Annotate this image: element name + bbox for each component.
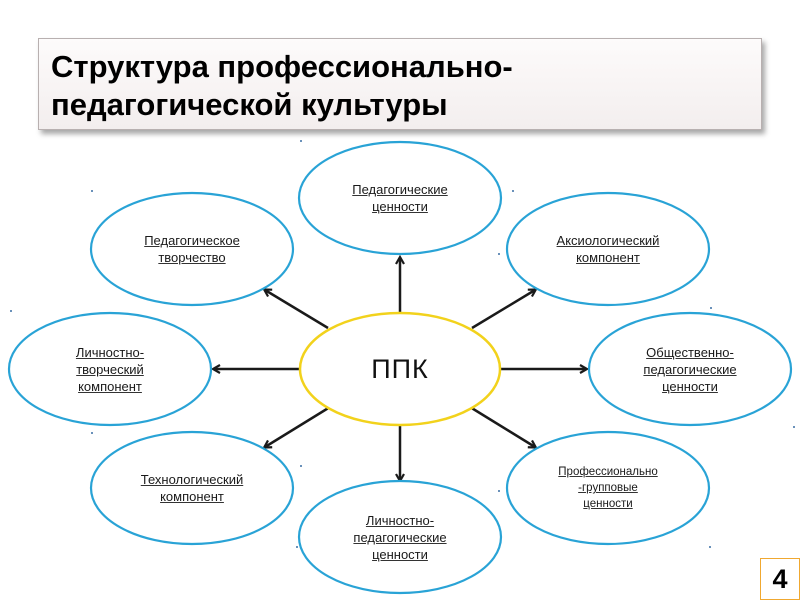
decor-dot [710,307,712,309]
ellipse-ped-values [297,140,503,256]
ellipse-prof-group [505,430,711,546]
ellipse-technological [89,430,295,546]
decor-dot [498,490,500,492]
decor-dot [91,190,93,192]
arrow-to-axiological-stroke [471,290,535,330]
decor-dot [296,546,298,548]
center-ellipse [298,311,502,427]
label-ped-creativity: Педагогическое творчество [144,233,240,265]
decor-dot [512,190,514,192]
title-box: Структура профессионально- педагогическо… [38,38,762,130]
label-ped-values: Педагогические ценности [352,182,448,214]
label-prof-group: Профессионально -групповые ценности [558,466,658,510]
label-personal-ped: Личностно- педагогические ценности [353,512,447,562]
arrow-to-prof-group-stroke [469,405,535,447]
label-axiological: Аксиологический компонент [556,233,660,265]
decor-dot [793,426,795,428]
page-number: 4 [760,558,800,600]
arrows [214,258,586,480]
arrow-to-technological-stroke [265,405,331,447]
ellipse-personal-creative [7,311,213,427]
slide-title: Структура профессионально- педагогическо… [51,49,513,122]
ellipse-personal-ped [297,479,503,595]
decor-dot [300,465,302,467]
arrow-to-ped-creativity-stroke [265,290,329,330]
ellipse-ped-creativity [89,191,295,307]
label-personal-creative: Личностно- творческий компонент [75,344,145,394]
node-ellipses [7,140,793,595]
decor-dot [91,432,93,434]
label-technological: Технологический компонент [140,472,244,504]
decor-dot [10,310,12,312]
decor-dot [709,546,711,548]
ellipse-axiological [505,191,711,307]
decor-dot [300,140,302,142]
label-social-ped: Общественно- педагогические ценности [643,344,737,394]
ellipse-social-ped [587,311,793,427]
decor-dot [498,253,500,255]
center-label: ППК [371,353,429,384]
